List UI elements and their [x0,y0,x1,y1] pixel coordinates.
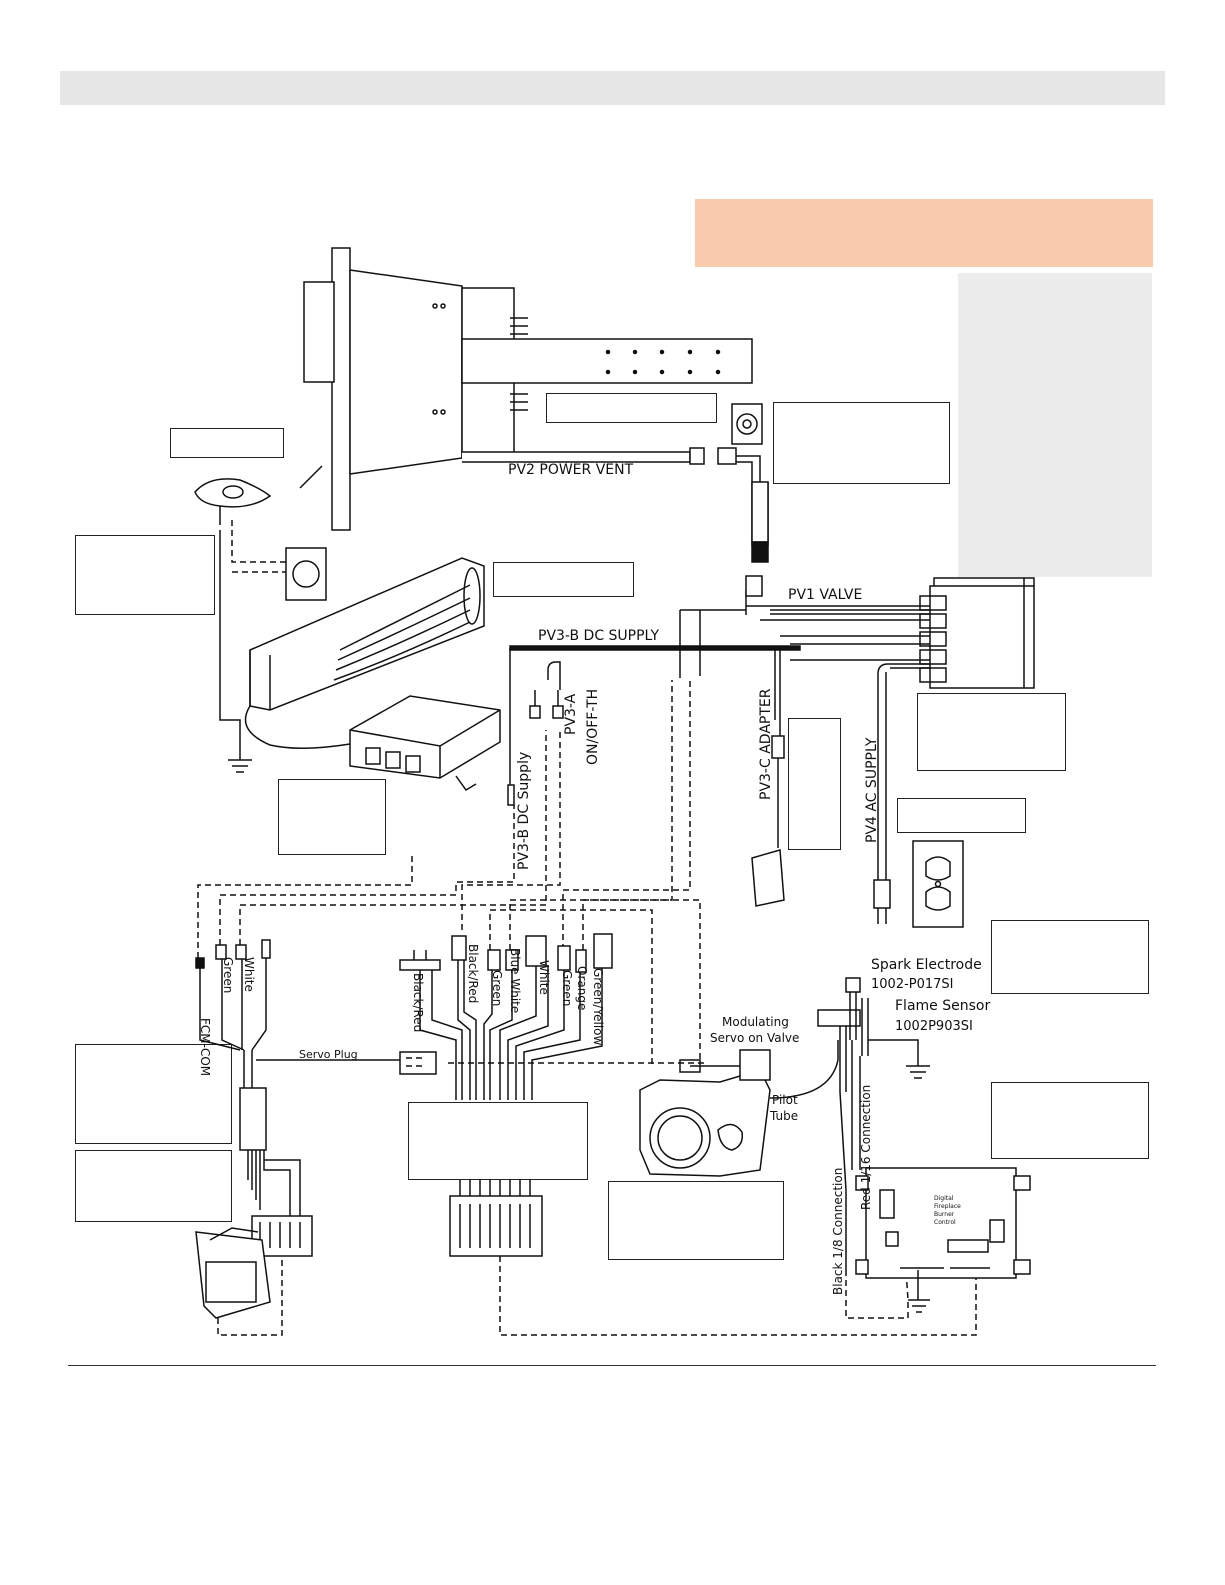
left-harness [195,939,437,1257]
label-board-4: Control [934,1219,956,1226]
label-spark-part: 1002-P017SI [871,977,954,992]
label-modulating: Modulating [722,1015,789,1029]
callout-box-adapter [788,718,841,850]
label-pilot: Pilot [772,1093,798,1107]
valve-module [679,575,1035,689]
label-pv4: PV4 AC SUPPLY [864,737,880,843]
label-green-center: Green [490,970,504,1006]
callout-box-harness [408,1102,588,1180]
label-flame-part: 1002P903SI [895,1019,973,1034]
label-green-left: Green [221,957,235,993]
label-pv1: PV1 VALVE [788,587,862,603]
header-bar [60,71,1165,105]
callout-box-vent-label [546,393,717,423]
burner-bracket [817,977,930,1270]
center-harness [399,933,613,1257]
label-servo-plug: Servo Plug [299,1048,358,1061]
label-flame-sensor: Flame Sensor [895,998,990,1014]
callout-box-outlet [897,798,1026,833]
blower-unit [244,557,485,750]
label-onoff: ON/OFF-TH [585,689,601,765]
side-panel [958,273,1152,577]
callout-box-left-mid [75,1044,232,1144]
label-white-center: White [537,960,551,995]
label-black-connection: Black 1/8 Connection [831,1168,845,1295]
callout-box-left-low [75,1150,232,1222]
battery-pack [195,1227,271,1319]
callout-box-thermodisc [170,428,284,458]
control-board [855,1167,1031,1313]
callout-box-left-upper [75,535,215,615]
warning-box [695,199,1153,267]
label-tube: Tube [769,1109,798,1123]
label-black-red-1: Black/Red [411,973,425,1032]
callout-box-valve [608,1181,784,1260]
power-vent-unit [299,247,753,531]
label-black-red-2: Black/Red [466,944,480,1003]
label-red-connection: Red 1/16 Connection [859,1085,873,1210]
label-blue-white: Blue White [508,948,522,1013]
label-pv3b-vertical: PV3-B DC Supply [516,752,532,870]
label-fcm-com: FCM-COM [198,1018,212,1076]
label-board-2: Fireplace [934,1203,961,1210]
callout-box-right-low [991,1082,1149,1159]
gas-valve [639,1040,839,1177]
label-pv3c: PV3-C ADAPTER [758,688,774,800]
controller-unit [349,695,501,791]
label-pv2: PV2 POWER VENT [508,462,634,478]
footer-rule [68,1365,1156,1366]
label-board-1: Digital [934,1195,954,1202]
label-pv3b: PV3-B DC SUPPLY [538,628,659,644]
label-spark-electrode: Spark Electrode [871,957,982,973]
label-orange: Orange [575,966,589,1010]
callout-box-module [917,693,1066,771]
label-green-2: Green [560,970,574,1006]
label-board-3: Burner [934,1211,955,1218]
callout-box-blower [493,562,634,597]
label-white-left: White [242,957,256,992]
callout-box-controller [278,779,386,855]
label-pv3a: PV3-A [563,693,579,735]
label-servo-on-valve: Servo on Valve [710,1031,799,1045]
callout-box-right-mid [991,920,1149,994]
callout-box-switch [773,402,950,484]
label-green-yellow: Green/Yellow [591,968,605,1046]
wall-outlet [912,840,964,928]
